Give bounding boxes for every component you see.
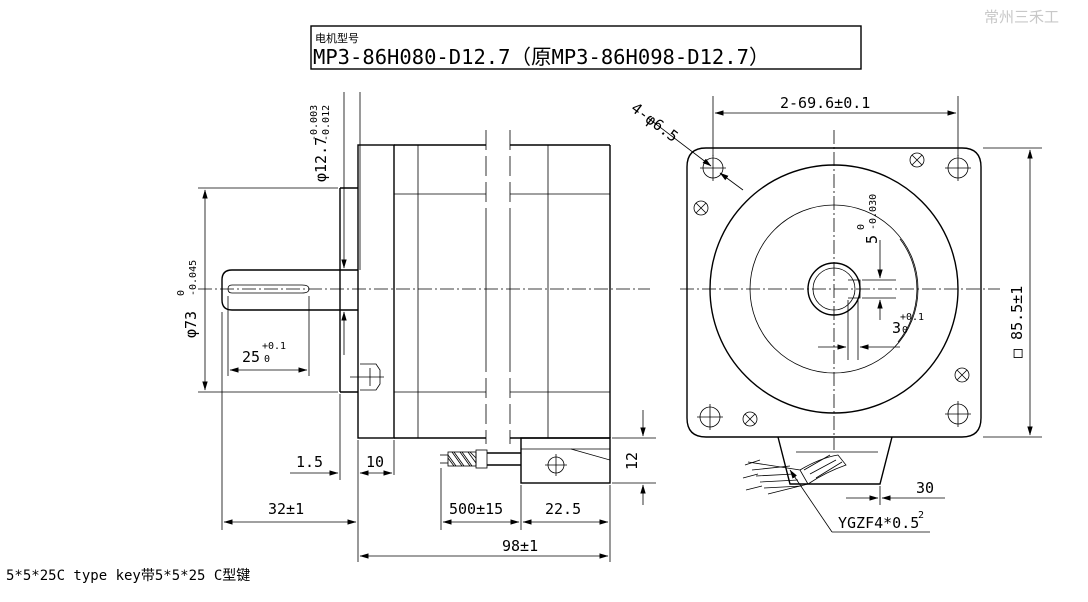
key-width: 5 [863, 235, 881, 244]
cable-spec-superscript: 2 [918, 510, 924, 521]
boss-length: 1.5 [296, 453, 323, 471]
square-size: □ 85.5±1 [1008, 286, 1026, 358]
mounting-holes: 4-φ6.5 [628, 99, 682, 146]
boss-tol-upper: 0 [176, 290, 187, 296]
boss-diameter: φ73 [182, 311, 200, 338]
flange-thickness: 10 [366, 453, 384, 471]
key-depth: 3 [892, 319, 901, 337]
shaft-diameter: φ12.7 [312, 137, 330, 182]
cable-offset: 30 [916, 479, 934, 497]
key-tol-lower: 0 [264, 354, 270, 365]
body-length: 98±1 [502, 537, 538, 555]
motor-model: MP3-86H080-D12.7（原MP3-86H098-D12.7） [313, 45, 769, 69]
key-tol-upper: +0.1 [262, 341, 286, 352]
box-length: 22.5 [545, 500, 581, 518]
side-view: φ73 0 -0.045 φ12.7 -0.003 -0.012 25 +0.1… [176, 92, 656, 562]
shaft-length: 32±1 [268, 500, 304, 518]
key-width-tol-upper: 0 [856, 224, 867, 230]
boss-tol-lower: -0.045 [188, 260, 199, 296]
cable-length: 500±15 [449, 500, 503, 518]
key-depth-tol-lower: 0 [902, 325, 908, 336]
title-block: 电机型号 MP3-86H080-D12.7（原MP3-86H098-D12.7） [310, 25, 862, 70]
cable-spec: YGZF4*0.5 [838, 514, 919, 532]
hole-pitch: 2-69.6±0.1 [780, 94, 870, 112]
footnote: 5*5*25C type key带5*5*25 C型键 [6, 568, 250, 584]
front-view: 2-69.6±0.1 4-φ6.5 □ 85.5±1 5 0 -0.030 3 … [628, 94, 1042, 533]
watermark: 常州三禾工 [984, 8, 1059, 26]
box-height: 12 [623, 452, 641, 470]
key-length: 25 [242, 348, 260, 366]
key-depth-tol-upper: +0.1 [900, 312, 924, 323]
title-label: 电机型号 [315, 31, 359, 45]
key-width-tol-lower: -0.030 [868, 194, 879, 230]
shaft-tol-lower: -0.012 [321, 105, 332, 141]
shaft-tol-upper: -0.003 [309, 105, 320, 141]
